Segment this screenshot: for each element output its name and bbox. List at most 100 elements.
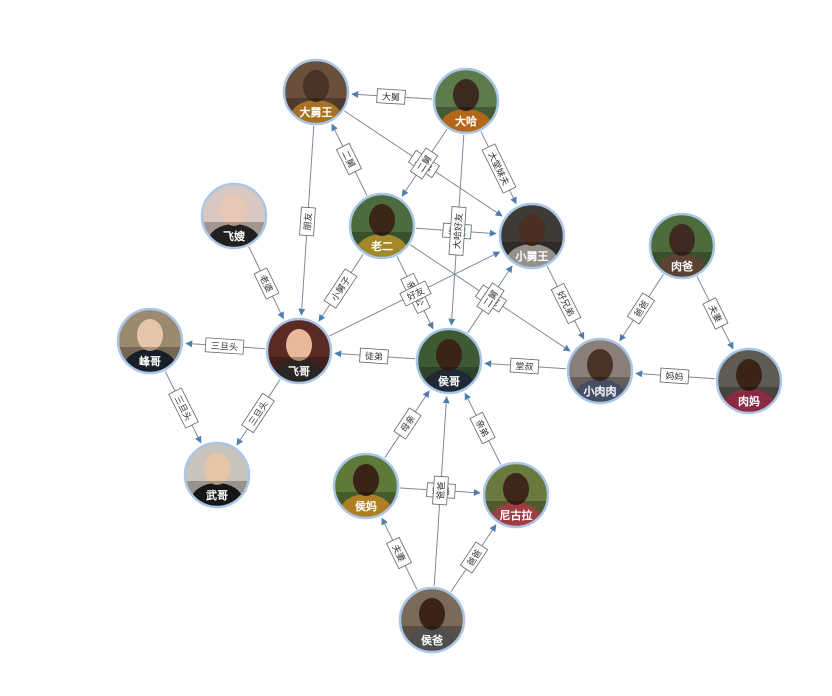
edge-label-text: 堂叔 xyxy=(515,360,534,373)
node-name-label: 大舅王 xyxy=(300,105,333,119)
node-xiaorourou[interactable]: 小肉肉 xyxy=(566,337,634,415)
edge-label-box xyxy=(385,536,413,570)
edge-label: 小舅子 xyxy=(323,268,358,309)
avatar-ring xyxy=(183,441,251,509)
edge-label: 夫妻 xyxy=(385,536,413,570)
edge-label: 二舅 xyxy=(409,147,439,180)
edge-label: 三旦头 xyxy=(204,337,245,355)
edge-label-box xyxy=(253,267,280,300)
avatar-ring xyxy=(265,317,333,385)
node-name-label: 小舅王 xyxy=(515,249,549,263)
node-name-label: 小肉肉 xyxy=(583,384,617,398)
avatar-ring xyxy=(398,586,466,654)
edge-label-box xyxy=(409,147,439,180)
edge-label-box xyxy=(399,280,432,307)
edge-label-text: 三旦头 xyxy=(211,341,239,354)
edge-label-box xyxy=(299,206,316,237)
edge-label: 二舅 xyxy=(335,142,363,176)
edge-label-box xyxy=(448,206,467,256)
edge-label-text: 大舅 xyxy=(382,90,401,103)
edge-label: 爸爸 xyxy=(459,541,489,574)
node-name-label: 侯哥 xyxy=(438,374,460,388)
edge-label-text: 徒弟 xyxy=(365,350,384,363)
edge-label: 好友 xyxy=(399,280,432,307)
edge-label-box xyxy=(476,282,505,315)
edge-label-box xyxy=(204,337,245,355)
avatar-ring xyxy=(715,347,783,415)
avatar-ring xyxy=(200,182,268,250)
edge-label: 大哈好友 xyxy=(448,206,467,256)
edge-label-box xyxy=(359,347,389,365)
avatar-ring xyxy=(566,337,634,405)
node-name-label: 大哈 xyxy=(455,114,477,128)
node-name-label: 尼古拉 xyxy=(500,508,533,522)
avatar-photo xyxy=(650,214,714,278)
avatar-photo xyxy=(334,454,398,518)
node-name-label: 老二 xyxy=(370,239,393,253)
node-name-label: 侯爸 xyxy=(421,633,443,647)
node-roumama[interactable]: 肉妈 xyxy=(715,347,783,425)
node-name-label: 肉爸 xyxy=(671,259,693,273)
node-name-label: 武哥 xyxy=(206,488,228,502)
node-fengge[interactable]: 峰哥 xyxy=(116,307,184,385)
node-houge[interactable]: 侯哥 xyxy=(415,327,483,405)
edge-label: 朋友 xyxy=(299,206,316,237)
avatar-photo xyxy=(267,319,331,383)
edge-label: 大舅 xyxy=(376,88,406,105)
node-name-label: 飞哥 xyxy=(288,365,310,378)
edge-label-box xyxy=(469,411,496,445)
edge-label-box xyxy=(459,541,489,574)
avatar-ring xyxy=(282,58,350,126)
edge-label: 堂叔 xyxy=(509,357,540,375)
edge-label-box xyxy=(376,88,406,105)
edge-label-box xyxy=(626,292,656,325)
edge-label-box xyxy=(550,282,582,325)
edge-label-text: 爸爸 xyxy=(434,481,447,500)
edge-label-box xyxy=(702,297,729,330)
edge-label: 大堂妹夫 xyxy=(481,143,517,194)
edge-label-box xyxy=(659,367,690,385)
node-wuge[interactable]: 武哥 xyxy=(183,441,251,519)
node-houba[interactable]: 侯爸 xyxy=(398,586,466,664)
edge-label: 爸爸 xyxy=(432,475,449,506)
node-nikela[interactable]: 尼古拉 xyxy=(482,461,550,539)
node-houma[interactable]: 侯妈 xyxy=(332,452,400,530)
edge-label-text: 大哈好友 xyxy=(451,213,465,250)
edge-labels-layer: 大舅兄弟二舅大堂妹夫二舅亲戚大哈好友朋友老婆小舅子亲家公亲戚好友二舅好兄弟爸爸夫… xyxy=(168,88,729,574)
node-xiaojiuwang[interactable]: 小舅王 xyxy=(498,202,566,280)
avatar-photo xyxy=(185,443,249,507)
avatar-ring xyxy=(482,461,550,529)
avatar-ring xyxy=(348,192,416,260)
avatar-ring xyxy=(332,452,400,520)
avatar-ring xyxy=(648,212,716,280)
edge-label: 爸爸 xyxy=(626,292,656,325)
edge-label-text: 妈妈 xyxy=(665,370,684,383)
node-roudie[interactable]: 肉爸 xyxy=(648,212,716,290)
node-feige[interactable]: 飞哥 xyxy=(265,317,333,395)
edge-label-box xyxy=(393,407,422,440)
edge-label: 三旦头 xyxy=(168,387,199,429)
node-laoer[interactable]: 老二 xyxy=(348,192,416,270)
edge-label-box xyxy=(481,143,517,194)
edge-label: 徒弟 xyxy=(359,347,389,365)
edge-label-text: 朋友 xyxy=(301,212,314,231)
edge-label: 老婆 xyxy=(253,267,280,300)
node-name-label: 飞嫂 xyxy=(223,229,246,243)
avatar-ring xyxy=(415,327,483,395)
edge-label: 亲弟 xyxy=(469,411,496,445)
avatar-ring xyxy=(432,67,500,135)
edge-label-box xyxy=(241,392,275,434)
avatar-photo xyxy=(500,204,564,268)
edge-label: 夫妻 xyxy=(702,297,729,330)
node-name-label: 肉妈 xyxy=(738,394,760,408)
node-dajiuwang[interactable]: 大舅王 xyxy=(282,58,350,136)
edge-label-box xyxy=(323,268,358,309)
edge-label: 妈妈 xyxy=(659,367,690,385)
edge-label-box xyxy=(432,475,449,506)
edge-label-box xyxy=(509,357,540,375)
node-feisao[interactable]: 飞嫂 xyxy=(200,182,268,260)
node-name-label: 侯妈 xyxy=(355,499,377,513)
edge-label-box xyxy=(335,142,363,176)
